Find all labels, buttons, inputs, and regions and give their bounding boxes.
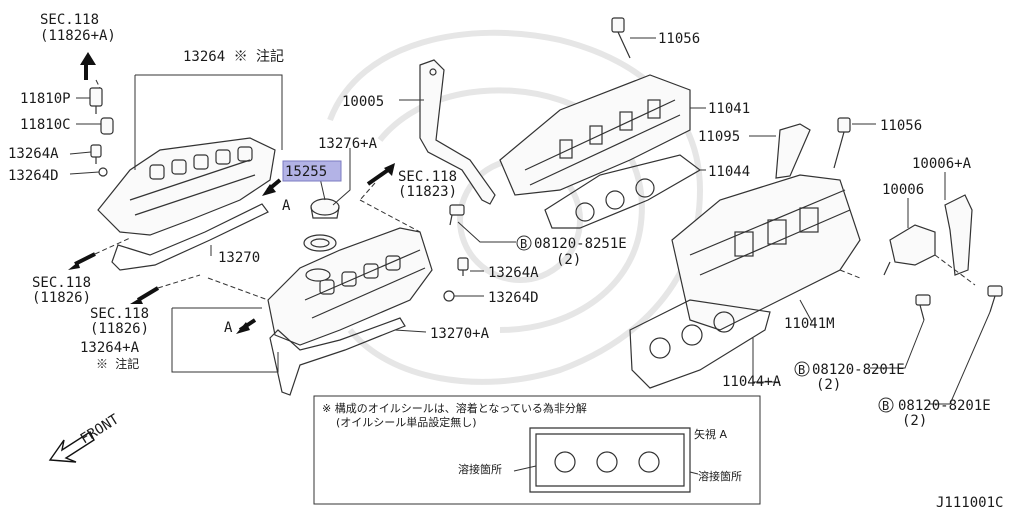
- washer-13264d-mid[interactable]: [443, 290, 455, 302]
- label-11056-top[interactable]: 11056: [658, 31, 700, 47]
- label-bolt-8251-qty: (2): [556, 252, 581, 268]
- cylinder-head-cover-11041[interactable]: [499, 74, 691, 196]
- label-sec118-c-sub: (11826): [90, 321, 149, 337]
- b-mark-8201-a: B: [798, 363, 805, 377]
- label-10006a[interactable]: 10006+A: [912, 156, 972, 172]
- oil-filler-cap[interactable]: [310, 198, 340, 219]
- label-sec118-b[interactable]: SEC.118: [32, 275, 91, 291]
- label-13264d-mid[interactable]: 13264D: [488, 290, 539, 306]
- arrow-sec118-b: [74, 252, 96, 266]
- label-13264a-left[interactable]: 13264A: [8, 146, 59, 162]
- diagram-code: J111001C: [936, 495, 1003, 511]
- label-sec118-c[interactable]: SEC.118: [90, 306, 149, 322]
- label-front: FRONT: [78, 411, 123, 447]
- filler-cap-seal[interactable]: [303, 234, 337, 252]
- label-13264a-mid[interactable]: 13264A: [488, 265, 539, 281]
- label-arrow-a-1: A: [282, 198, 291, 214]
- bolt-13264a-left[interactable]: [90, 144, 102, 164]
- label-13264a[interactable]: 13264+A: [80, 340, 140, 356]
- note-weld-left: 溶接箇所: [458, 462, 502, 476]
- arrow-sec118-d: [366, 168, 390, 186]
- left-cover-gasket[interactable]: [111, 203, 269, 271]
- head-gasket-11044[interactable]: [544, 154, 702, 229]
- label-11041m[interactable]: 11041M: [784, 316, 835, 332]
- label-bolt-8251[interactable]: 08120-8251E: [534, 236, 627, 252]
- right-cover-gasket[interactable]: [269, 317, 406, 396]
- bolt-08120-8201e-a[interactable]: [915, 294, 931, 321]
- label-11041[interactable]: 11041: [708, 101, 750, 117]
- label-13270a[interactable]: 13270+A: [430, 326, 490, 342]
- label-11044a[interactable]: 11044+A: [722, 374, 782, 390]
- label-bolt-8201-b[interactable]: 08120-8201E: [898, 398, 991, 414]
- filler-neck[interactable]: [305, 268, 331, 282]
- label-10005[interactable]: 10005: [342, 94, 384, 110]
- label-bolt-8201-a-qty: (2): [816, 377, 841, 393]
- label-sec118-d[interactable]: SEC.118: [398, 169, 457, 185]
- dowel-pin-11095[interactable]: [775, 123, 811, 179]
- grommet[interactable]: [100, 117, 114, 135]
- label-15255[interactable]: 15255: [285, 164, 327, 180]
- label-11095[interactable]: 11095: [698, 129, 740, 145]
- label-13270[interactable]: 13270: [218, 250, 260, 266]
- note-line2: (オイルシール単品設定無し): [336, 415, 477, 429]
- label-bolt-8201-a[interactable]: 08120-8201E: [812, 362, 905, 378]
- label-11056-right[interactable]: 11056: [880, 118, 922, 134]
- label-bolt-8201-b-qty: (2): [902, 413, 927, 429]
- label-11810p[interactable]: 11810P: [20, 91, 71, 107]
- label-13264d-left[interactable]: 13264D: [8, 168, 59, 184]
- label-13264a-note: ※ 注記: [96, 356, 139, 371]
- bolt-11056-right[interactable]: [833, 117, 851, 169]
- b-mark-8201-b: B: [882, 399, 889, 413]
- label-11044[interactable]: 11044: [708, 164, 750, 180]
- label-13276a[interactable]: 13276+A: [318, 136, 378, 152]
- highlight-15255: [282, 160, 342, 182]
- label-10006[interactable]: 10006: [882, 182, 924, 198]
- left-valve-cover[interactable]: [97, 137, 276, 236]
- label-sec118-a-sub: (11826+A): [40, 28, 116, 44]
- right-valve-cover[interactable]: [267, 227, 433, 346]
- note-weld-right: 溶接箇所: [698, 469, 742, 483]
- label-sec118-a[interactable]: SEC.118: [40, 12, 99, 28]
- note-view-a: 矢視 A: [694, 427, 727, 441]
- note-line1: ※ 構成のオイルシールは、溶着となっている為非分解: [322, 401, 587, 415]
- label-sec118-d-sub: (11823): [398, 184, 457, 200]
- front-arrow: [48, 430, 95, 463]
- bolt-08120-8201e-b[interactable]: [987, 285, 1003, 313]
- bolt-11056-top[interactable]: [611, 17, 631, 59]
- label-sec118-b-sub: (11826): [32, 290, 91, 306]
- label-13264[interactable]: 13264 ※ 注記: [183, 48, 284, 65]
- engine-bracket-10006a[interactable]: [944, 194, 973, 276]
- engine-bracket-left[interactable]: [419, 59, 496, 205]
- cylinder-head-11041m[interactable]: [671, 174, 861, 331]
- washer-13264d-left[interactable]: [98, 167, 108, 177]
- engine-bracket-10006[interactable]: [883, 224, 936, 276]
- pcv-valve[interactable]: [89, 87, 103, 114]
- head-gasket-11044a[interactable]: [629, 299, 771, 389]
- label-arrow-a-2: A: [224, 320, 233, 336]
- arrow-sec118-c: [136, 286, 160, 302]
- arrow-sec118-a: [80, 52, 96, 65]
- bolt-13264a-mid[interactable]: [457, 257, 469, 276]
- note-box: [313, 395, 761, 505]
- label-11810c[interactable]: 11810C: [20, 117, 71, 133]
- b-mark-8251: B: [520, 237, 527, 251]
- bolt-08120-8251e[interactable]: [449, 204, 465, 226]
